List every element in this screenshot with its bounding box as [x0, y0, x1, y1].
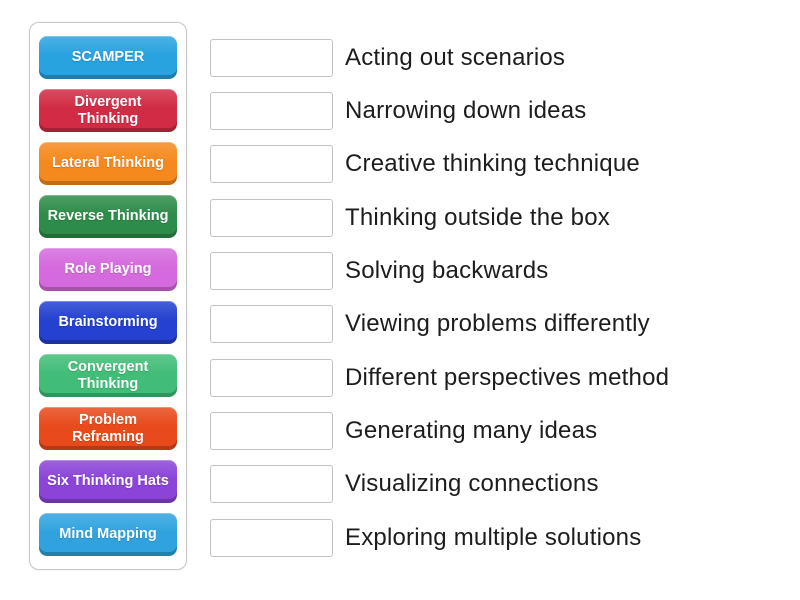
clue-text: Exploring multiple solutions [345, 523, 642, 551]
clue-text: Thinking outside the box [345, 203, 610, 231]
match-row: Acting out scenarios [210, 31, 785, 84]
clue-text: Visualizing connections [345, 470, 599, 498]
answer-slot[interactable] [210, 198, 333, 237]
answer-slot[interactable] [210, 465, 333, 504]
answer-slot[interactable] [210, 518, 333, 557]
option-tile[interactable]: Reverse Thinking [39, 195, 177, 238]
answer-slot[interactable] [210, 38, 333, 77]
clue-text: Solving backwards [345, 257, 549, 285]
option-tile[interactable]: Brainstorming [39, 301, 177, 344]
match-row: Exploring multiple solutions [210, 511, 785, 564]
clue-text: Generating many ideas [345, 417, 598, 445]
match-row: Generating many ideas [210, 404, 785, 457]
option-tile[interactable]: Lateral Thinking [39, 142, 177, 185]
answer-slot[interactable] [210, 305, 333, 344]
answer-slot[interactable] [210, 252, 333, 291]
clue-text: Acting out scenarios [345, 43, 566, 71]
clue-text: Different perspectives method [345, 363, 670, 391]
option-tile[interactable]: Six Thinking Hats [39, 460, 177, 503]
clue-text: Creative thinking technique [345, 150, 640, 178]
match-row: Thinking outside the box [210, 191, 785, 244]
clue-text: Viewing problems differently [345, 310, 650, 338]
match-row: Different perspectives method [210, 351, 785, 404]
option-tile[interactable]: Problem Reframing [39, 407, 177, 450]
option-tile[interactable]: SCAMPER [39, 36, 177, 79]
match-row: Viewing problems differently [210, 298, 785, 351]
match-row: Solving backwards [210, 244, 785, 297]
option-tile[interactable]: Divergent Thinking [39, 89, 177, 132]
match-row: Visualizing connections [210, 458, 785, 511]
option-tile[interactable]: Role Playing [39, 248, 177, 291]
match-row-list: Acting out scenarios Narrowing down idea… [210, 31, 785, 564]
answer-slot[interactable] [210, 145, 333, 184]
option-tile[interactable]: Mind Mapping [39, 513, 177, 556]
clue-text: Narrowing down ideas [345, 97, 587, 125]
match-row: Narrowing down ideas [210, 84, 785, 137]
option-tile[interactable]: Convergent Thinking [39, 354, 177, 397]
answer-slot[interactable] [210, 358, 333, 397]
answer-slot[interactable] [210, 412, 333, 451]
answer-slot[interactable] [210, 92, 333, 131]
match-row: Creative thinking technique [210, 138, 785, 191]
